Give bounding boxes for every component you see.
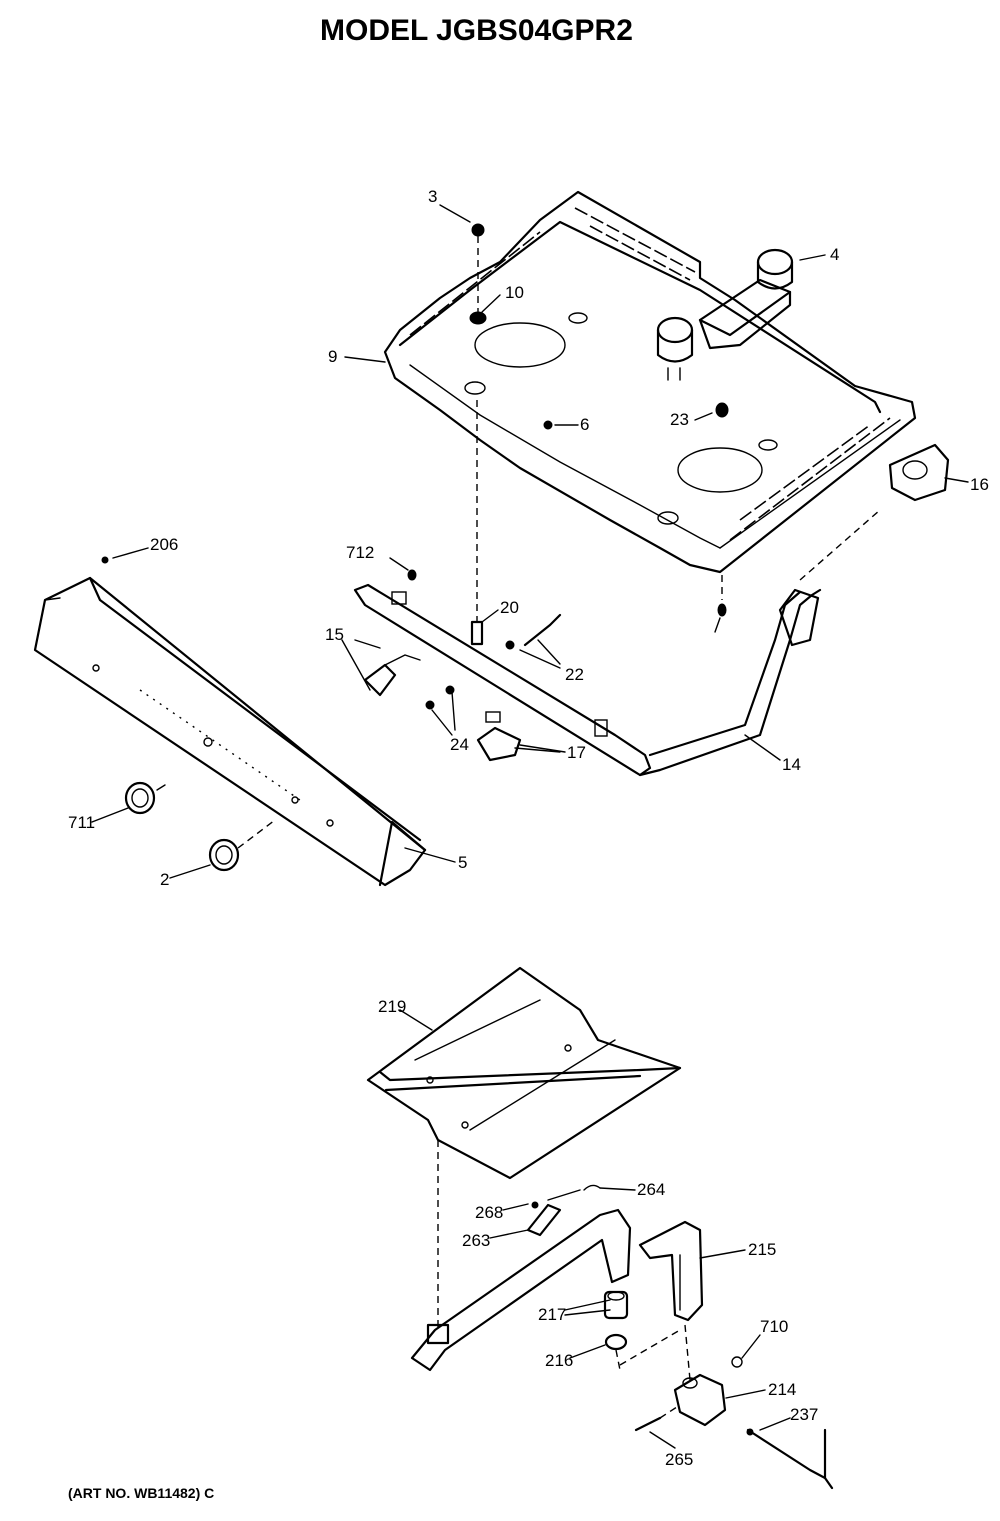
callout-2: 2 [160,870,169,889]
callout-265: 265 [665,1450,693,1469]
grommet-10 [469,311,487,325]
manifold-panel-5 [33,576,427,887]
part-15 [363,654,421,697]
part-24 [425,685,455,710]
screw-206 [101,556,109,564]
callout-4: 4 [830,245,839,264]
burner-tube [410,1208,632,1372]
burner-box-tray [383,190,917,574]
callout-22: 22 [565,665,584,684]
part-17 [476,711,522,762]
callout-24: 24 [450,735,469,754]
bracket-16 [888,443,950,502]
part-265 [634,1404,681,1432]
part-20 [470,400,484,646]
part-214 [673,1373,727,1427]
callout-14: 14 [782,755,801,774]
callout-9: 9 [328,347,337,366]
callout-206: 206 [150,535,178,554]
parts-263-264-268 [526,1184,601,1237]
manifold-pipe-14 [353,509,881,777]
callout-15: 15 [325,625,344,644]
part-710 [731,1356,743,1368]
art-number: (ART NO. WB11482) C [68,1485,214,1501]
burner-cover-219 [366,966,682,1330]
callout-710: 710 [760,1317,788,1336]
callout-215: 215 [748,1240,776,1259]
callout-17: 17 [567,743,586,762]
part-22 [505,613,562,650]
leader-lines [91,204,969,1449]
knob-711 [124,781,166,815]
callout-214: 214 [768,1380,796,1399]
callout-labels: 3 4 9 10 6 23 16 206 712 20 15 22 24 17 … [68,187,989,1469]
callout-237: 237 [790,1405,818,1424]
callout-712: 712 [346,543,374,562]
callout-6: 6 [580,415,589,434]
part-712 [407,569,417,581]
part-6 [543,420,553,430]
part-217 [603,1290,629,1320]
callout-217: 217 [538,1305,566,1324]
burner-valves [656,248,794,381]
part-216 [604,1333,628,1371]
fastener-under-tray [714,575,727,633]
callout-20: 20 [500,598,519,617]
part-23 [715,402,729,418]
wire-237 [746,1428,834,1490]
callout-23: 23 [670,410,689,429]
diagram-title: MODEL JGBS04GPR2 [320,14,633,47]
screw-3 [471,223,485,322]
callout-263: 263 [462,1231,490,1250]
bracket-215 [619,1220,704,1381]
callout-216: 216 [545,1351,573,1370]
callout-10: 10 [505,283,524,302]
knob-2 [208,819,276,872]
callout-219: 219 [378,997,406,1016]
callout-5: 5 [458,853,467,872]
callout-264: 264 [637,1180,665,1199]
callout-268: 268 [475,1203,503,1222]
callout-711: 711 [68,813,95,832]
callout-16: 16 [970,475,989,494]
callout-3: 3 [428,187,437,206]
